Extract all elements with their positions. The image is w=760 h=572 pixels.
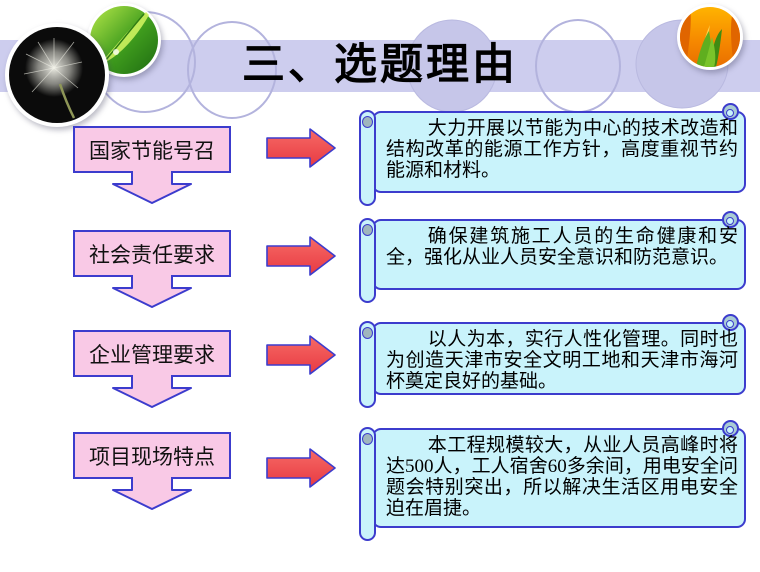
cause-label: 企业管理要求 <box>89 342 215 367</box>
note-scroll-social: 确保建筑施工人员的生命健康和安全，强化从业人员安全意识和防范意识。 <box>359 211 746 303</box>
cause-box-enterprise-management: 企业管理要求 <box>73 330 231 377</box>
scroll-curl-icon <box>722 211 739 228</box>
note-text: 以人为本，实行人性化管理。同时也为创造天津市安全文明工地和天津市海河杯奠定良好的… <box>386 329 738 392</box>
cause-box-national-energy-saving: 国家节能号召 <box>73 126 231 173</box>
down-arrow-icon <box>112 375 192 408</box>
down-arrow-icon <box>112 275 192 308</box>
cause-label: 国家节能号召 <box>89 138 215 163</box>
scroll-roll <box>359 427 376 541</box>
cause-box-site-characteristics: 项目现场特点 <box>73 432 231 479</box>
cause-label: 项目现场特点 <box>89 444 215 469</box>
down-arrow-icon <box>112 477 192 510</box>
note-scroll-management: 以人为本，实行人性化管理。同时也为创造天津市安全文明工地和天津市海河杯奠定良好的… <box>359 314 746 408</box>
down-arrow-icon <box>112 171 192 204</box>
note-scroll-site: 本工程规模较大，从业人员高峰时将达500人，工人宿舍60多余间，用电安全问题会特… <box>359 420 746 541</box>
note-text: 确保建筑施工人员的生命健康和安全，强化从业人员安全意识和防范意识。 <box>386 226 738 268</box>
tulip-photo <box>677 4 743 70</box>
leaf-photo <box>87 3 161 77</box>
right-arrow-icon <box>266 448 336 488</box>
note-scroll-national: 大力开展以节能为中心的技术改造和结构改革的能源工作方针，高度重视节约能源和材料。 <box>359 103 746 206</box>
right-arrow-icon <box>266 236 336 276</box>
scroll-roll <box>359 110 376 206</box>
scroll-roll <box>359 218 376 303</box>
cause-label: 社会责任要求 <box>89 242 215 267</box>
cause-box-social-responsibility: 社会责任要求 <box>73 230 231 277</box>
note-text: 本工程规模较大，从业人员高峰时将达500人，工人宿舍60多余间，用电安全问题会特… <box>386 435 738 519</box>
scroll-curl-icon <box>722 420 739 437</box>
dandelion-photo <box>5 23 109 127</box>
scroll-roll <box>359 321 376 408</box>
right-arrow-icon <box>266 335 336 375</box>
scroll-roll-cap-icon <box>362 327 373 339</box>
page-title: 三、选题理由 <box>242 42 518 89</box>
scroll-roll-cap-icon <box>362 433 373 445</box>
scroll-roll-cap-icon <box>362 116 373 128</box>
scroll-curl-icon <box>722 314 739 331</box>
right-arrow-icon <box>266 128 336 168</box>
scroll-roll-cap-icon <box>362 224 373 236</box>
note-text: 大力开展以节能为中心的技术改造和结构改革的能源工作方针，高度重视节约能源和材料。 <box>386 118 738 181</box>
